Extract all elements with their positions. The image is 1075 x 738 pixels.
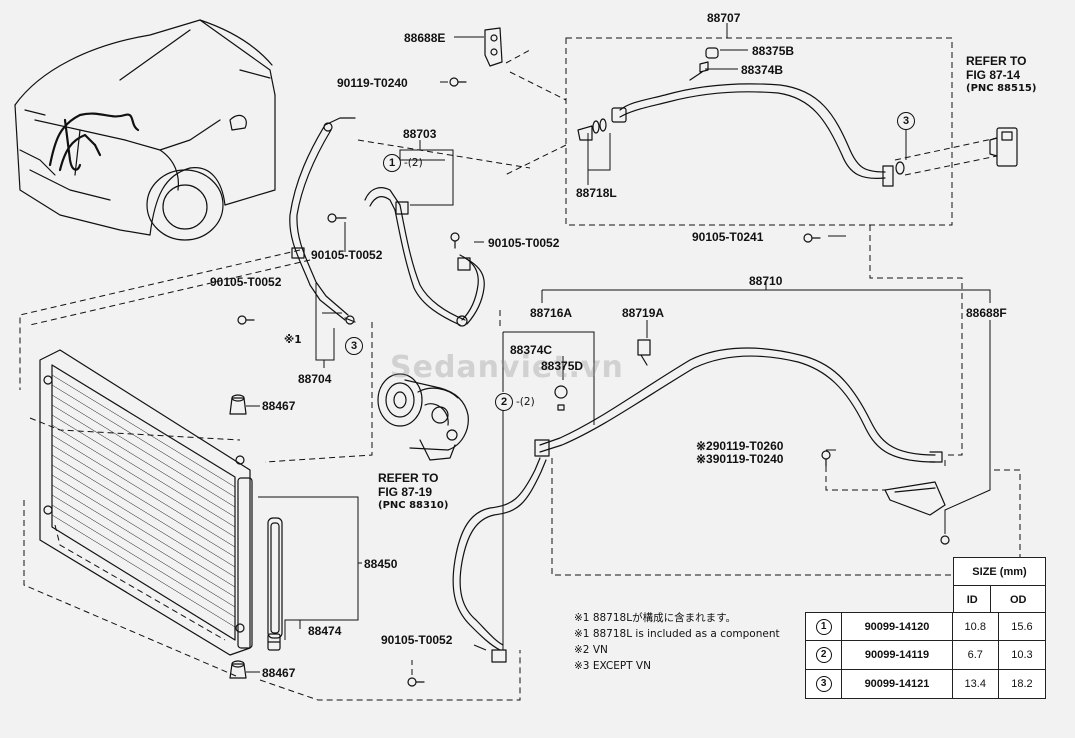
tube-88716A: [452, 457, 547, 663]
label-88374C[interactable]: 88374C: [510, 343, 553, 357]
vehicle-illustration: [14, 19, 276, 241]
part-number[interactable]: 90099-14120: [841, 612, 953, 641]
refer-pnc-88310: (PNC 88310): [378, 500, 449, 511]
id-value: 13.4: [951, 669, 999, 699]
label-88474[interactable]: 88474: [308, 624, 342, 638]
size-table-col-id: ID: [952, 585, 992, 614]
label-88710[interactable]: 88710: [749, 274, 783, 288]
label-88467-lower[interactable]: 88467: [262, 666, 296, 680]
label-88467-upper[interactable]: 88467: [262, 399, 296, 413]
label-88707[interactable]: 88707: [707, 11, 741, 25]
part-number[interactable]: 90099-14119: [841, 640, 953, 670]
label-88704[interactable]: 88704: [298, 372, 332, 386]
label-90105-T0052-right[interactable]: 90105-T0052: [488, 236, 560, 250]
callout-2-qty: -(2): [516, 396, 535, 408]
label-88716A[interactable]: 88716A: [530, 306, 573, 320]
refer-fig-87-14-link[interactable]: FIG 87-14: [966, 68, 1021, 82]
tube-88707: [577, 47, 905, 187]
refer-fig-87-19-title: REFER TO: [378, 471, 439, 485]
label-88375B[interactable]: 88375B: [752, 44, 795, 58]
label-90119-T0240[interactable]: 90119-T0240: [337, 76, 408, 90]
label-90105-T0052-upper[interactable]: 90105-T0052: [311, 248, 383, 262]
label-90105-T0052-left[interactable]: 90105-T0052: [210, 275, 282, 289]
label-88718L[interactable]: 88718L: [576, 186, 617, 200]
label-note1-mark: ※1: [284, 334, 302, 346]
footnote-1-ja: ※1 88718Lが構成に含まれます。: [574, 612, 737, 624]
callout-circle-2: 2: [495, 393, 513, 411]
part-number[interactable]: 90099-14121: [841, 669, 953, 699]
hose-88704: [289, 117, 356, 325]
bracket-88688E: [484, 27, 503, 67]
size-table-title: SIZE (mm): [953, 557, 1046, 586]
footnote-1-en: ※1 88718L is included as a component: [574, 628, 780, 640]
id-value: 6.7: [951, 640, 999, 670]
label-90105-T0052-bottom[interactable]: 90105-T0052: [381, 633, 453, 647]
label-88688E[interactable]: 88688E: [404, 31, 446, 45]
bracket-88688F: [884, 481, 950, 545]
size-table: SIZE (mm) ID OD 1 90099-14120 10.8 15.6 …: [804, 557, 1047, 699]
label-88719A[interactable]: 88719A: [622, 306, 665, 320]
label-88374B[interactable]: 88374B: [741, 63, 784, 77]
table-row[interactable]: 3 90099-14121 13.4 18.2: [804, 669, 1047, 699]
refer-fig-87-14-title: REFER TO: [966, 54, 1027, 68]
hose-88703: [364, 187, 485, 327]
condenser-88450: [39, 349, 253, 656]
od-value: 15.6: [997, 612, 1047, 641]
label-88703[interactable]: 88703: [403, 127, 437, 141]
refer-fig-87-19-link[interactable]: FIG 87-19: [378, 485, 433, 499]
label-88688F[interactable]: 88688F: [966, 306, 1007, 320]
row-marker-1: 1: [815, 618, 832, 635]
od-value: 18.2: [997, 669, 1047, 699]
row-marker-2: 2: [815, 647, 832, 663]
size-table-col-od: OD: [990, 585, 1046, 614]
label-390119-T0240[interactable]: ※390119-T0240: [696, 452, 784, 466]
expansion-valve: [989, 127, 1018, 167]
bolts: [237, 77, 831, 687]
tube-88710: [534, 339, 943, 463]
cushion-88467-upper: [229, 394, 247, 415]
callout-1-qty: -(2): [404, 157, 423, 169]
footnote-2: ※2 VN: [574, 644, 608, 656]
label-88375D[interactable]: 88375D: [541, 359, 584, 373]
callout-circle-3-lower: 3: [345, 337, 363, 355]
table-row[interactable]: 1 90099-14120 10.8 15.6: [804, 612, 1047, 641]
label-90105-T0241[interactable]: 90105-T0241: [692, 230, 764, 244]
watermark-text: Sedanviet.vn: [390, 350, 624, 385]
od-value: 10.3: [997, 640, 1047, 670]
drier-element-88474: [267, 517, 283, 651]
cushion-88467-lower: [229, 660, 247, 679]
callout-circle-3-upper: 3: [897, 112, 915, 130]
refer-pnc-88515: (PNC 88515): [966, 83, 1037, 94]
row-marker-3: 3: [815, 676, 832, 692]
table-row[interactable]: 2 90099-14119 6.7 10.3: [804, 640, 1047, 670]
footnote-3: ※3 EXCEPT VN: [574, 660, 651, 672]
id-value: 10.8: [951, 612, 999, 641]
label-290119-T0260[interactable]: ※290119-T0260: [696, 439, 784, 453]
callout-circle-1: 1: [383, 154, 401, 172]
label-88450[interactable]: 88450: [364, 557, 398, 571]
compressor: [377, 373, 469, 461]
